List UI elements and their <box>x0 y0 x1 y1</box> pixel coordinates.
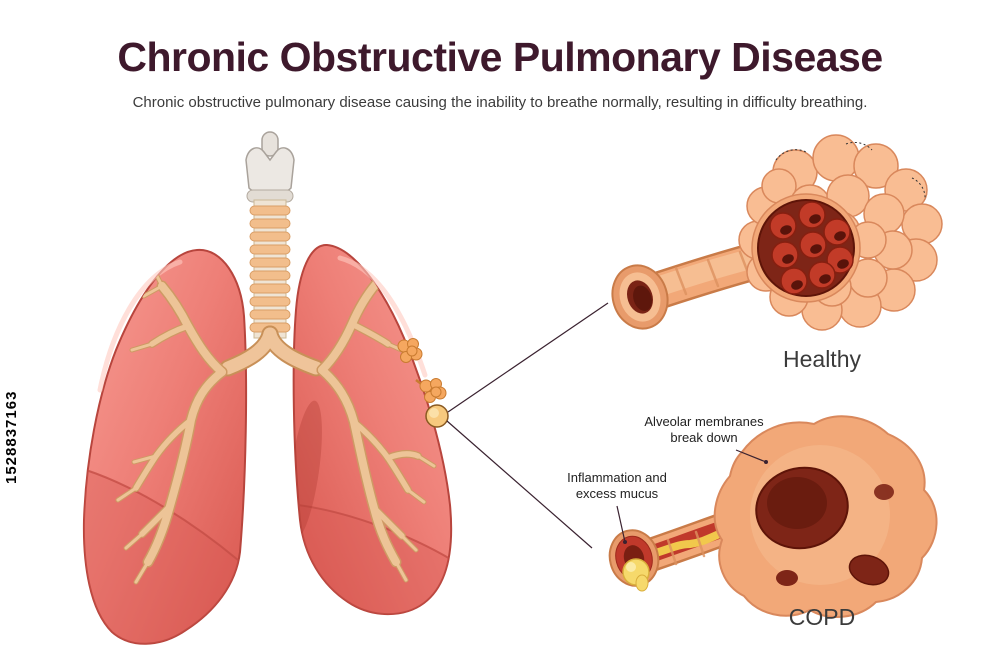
healthy-label: Healthy <box>783 346 861 372</box>
alveoli-cluster-small <box>397 338 447 403</box>
annotation-alveolar-line2: break down <box>670 430 738 445</box>
pointer-line-alveolar <box>735 449 767 463</box>
alveolar-sacs <box>769 201 854 295</box>
mucus-blob <box>622 558 650 592</box>
pointer-line-inflammation <box>616 505 626 543</box>
annotation-pointers <box>616 449 768 544</box>
stock-id-watermark: 1528837163 <box>3 390 20 484</box>
copd-illustration <box>608 415 938 618</box>
healthy-bronchiole-cross-section <box>611 264 669 330</box>
lung-highlight <box>97 259 183 393</box>
annotation-inflammation-mucus: Inflammation and excess mucus <box>543 470 691 502</box>
magnifier-dot-highlight <box>429 408 439 418</box>
main-bronchi <box>219 325 325 377</box>
healthy-cutaway <box>751 193 861 303</box>
leader-line-healthy <box>447 302 609 413</box>
capillary-dashes <box>775 141 926 201</box>
annotation-alveolar-membranes: Alveolar membranes break down <box>628 414 780 446</box>
annotation-inflammation-line1: Inflammation and <box>567 470 667 485</box>
alveoli-spot <box>397 338 449 428</box>
alveolar-sac-openings <box>780 214 849 290</box>
copd-broken-membrane-holes <box>755 466 894 586</box>
annotation-alveolar-line1: Alveolar membranes <box>644 414 764 429</box>
trachea <box>219 131 325 377</box>
page-title: Chronic Obstructive Pulmonary Disease <box>117 34 883 80</box>
annotation-inflammation-line2: excess mucus <box>575 486 659 501</box>
healthy-illustration <box>611 134 943 331</box>
leader-line-copd <box>446 420 593 549</box>
copd-label: COPD <box>788 604 856 630</box>
page-subtitle: Chronic obstructive pulmonary disease ca… <box>132 94 868 111</box>
trachea-rings <box>249 205 291 333</box>
leader-lines <box>446 302 609 549</box>
epiglottis <box>261 131 279 157</box>
